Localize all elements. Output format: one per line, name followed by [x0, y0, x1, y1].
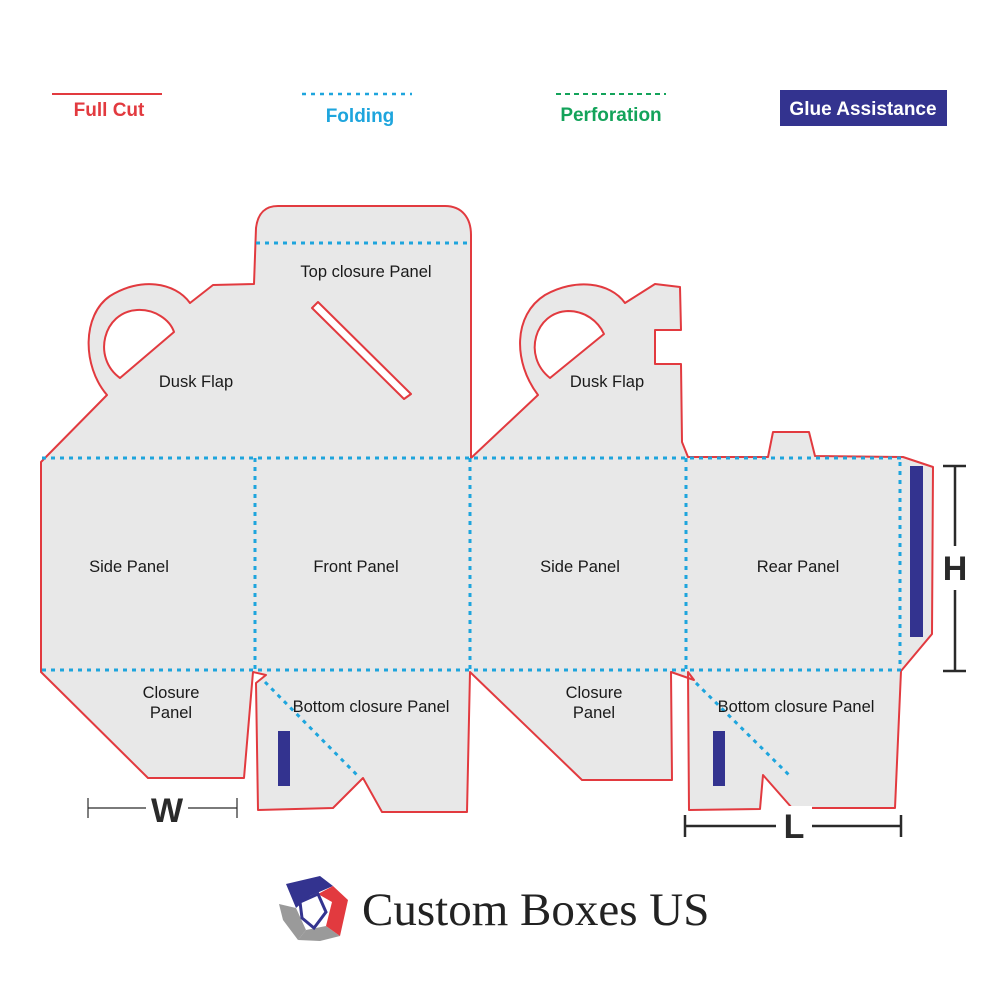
label-side-panel-left: Side Panel — [89, 558, 169, 576]
label-closure-right-2: Panel — [573, 704, 615, 722]
glue-strip-side — [910, 466, 923, 637]
width-label-bg — [146, 790, 188, 826]
label-front-panel: Front Panel — [313, 558, 398, 576]
panel-labels: Top closure Panel Dusk Flap Dusk Flap Si… — [89, 263, 874, 722]
label-closure-left-2: Panel — [150, 704, 192, 722]
top-closure-slot — [311, 301, 412, 400]
hexagon-logo-icon — [279, 876, 348, 941]
label-closure-right-1: Closure — [566, 684, 623, 702]
label-top-closure: Top closure Panel — [300, 263, 431, 281]
legend-glue-label: Glue Assistance — [789, 99, 936, 120]
label-side-panel-right: Side Panel — [540, 558, 620, 576]
legend-perforation-label: Perforation — [560, 105, 661, 126]
right-handle-cutout — [533, 310, 605, 379]
legend-folding-label: Folding — [326, 106, 395, 127]
length-label-bg — [776, 806, 812, 846]
label-rear-panel: Rear Panel — [757, 558, 840, 576]
width-label: W — [151, 792, 184, 830]
fold-bottom-left-diagonal — [263, 680, 360, 778]
length-label: L — [784, 808, 805, 846]
label-dusk-flap-right: Dusk Flap — [570, 373, 644, 391]
label-closure-left-1: Closure — [143, 684, 200, 702]
label-dusk-flap-left: Dusk Flap — [159, 373, 233, 391]
brand-name: Custom Boxes US — [362, 884, 709, 936]
glue-strip-bottom-left — [278, 731, 290, 786]
fold-bottom-right-diagonal — [694, 681, 792, 778]
dieline-outline — [40, 205, 934, 813]
legend-glue-box — [780, 90, 947, 126]
left-handle-cutout — [103, 308, 175, 379]
label-bottom-closure-left: Bottom closure Panel — [293, 698, 450, 716]
glue-strip-bottom-right — [713, 731, 725, 786]
legend-full-cut-label: Full Cut — [74, 100, 145, 121]
height-label: H — [943, 550, 968, 588]
legend: Full Cut Folding Perforation Glue Assist… — [52, 90, 947, 127]
height-label-bg — [937, 546, 975, 590]
folding-lines — [42, 241, 902, 778]
label-bottom-closure-right: Bottom closure Panel — [718, 698, 875, 716]
